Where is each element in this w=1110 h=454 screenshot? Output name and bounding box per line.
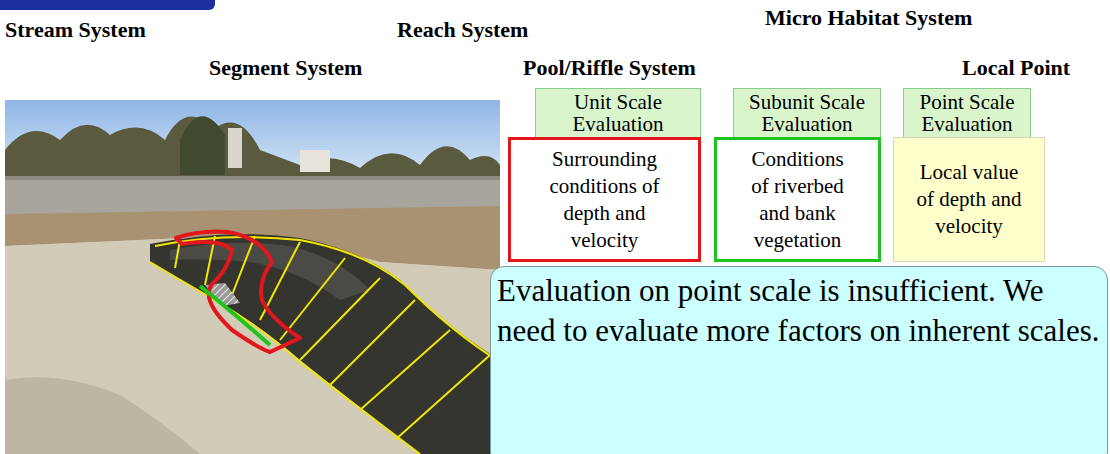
scale-box: Unit Scale Evaluation [535, 88, 701, 138]
box-text: Local value of depth and velocity [912, 159, 1026, 240]
system-label: Segment System [209, 56, 362, 80]
photo [5, 100, 500, 454]
system-label: Stream System [5, 18, 146, 42]
condition-box: Local value of depth and velocity [893, 137, 1045, 262]
condition-box: Conditions of riverbed and bank vegetati… [714, 137, 881, 262]
box-text: Point Scale Evaluation [910, 91, 1024, 135]
system-label: Pool/Riffle System [523, 56, 696, 80]
header-bar [0, 0, 215, 10]
box-text: Surrounding conditions of depth and velo… [530, 146, 679, 254]
box-text: Unit Scale Evaluation [542, 91, 694, 135]
condition-box: Surrounding conditions of depth and velo… [508, 137, 701, 262]
box-text: Evaluation on point scale is insufficien… [497, 271, 1101, 351]
box-text: Subunit Scale Evaluation [740, 91, 874, 135]
system-label: Local Point [962, 56, 1070, 80]
system-label: Reach System [397, 18, 528, 42]
box-text: Conditions of riverbed and bank vegetati… [741, 146, 854, 254]
note-box: Evaluation on point scale is insufficien… [490, 266, 1108, 454]
scale-box: Point Scale Evaluation [903, 88, 1031, 138]
scale-box: Subunit Scale Evaluation [733, 88, 881, 138]
system-label: Micro Habitat System [765, 6, 972, 30]
